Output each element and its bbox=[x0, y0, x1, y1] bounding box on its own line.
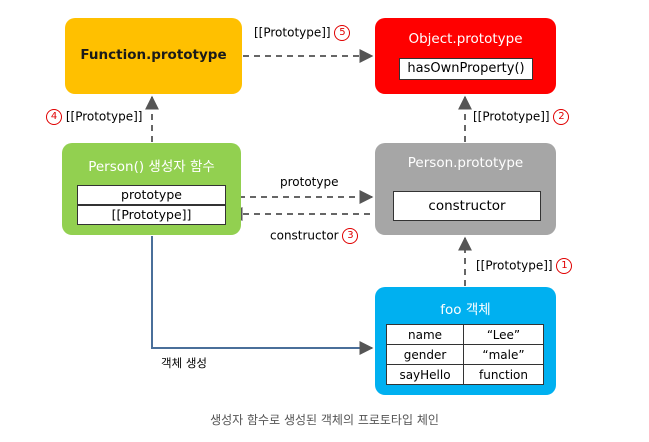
function-prototype-title: Function.prototype bbox=[80, 47, 227, 63]
internal-prototype-prop-cell: [[Prototype]] bbox=[77, 205, 226, 225]
prop-key: sayHello bbox=[386, 364, 464, 385]
edge-label-text: [[Prototype]] bbox=[473, 109, 550, 124]
edge-label-text: prototype bbox=[280, 175, 339, 189]
foo-props-table: name “Lee” gender “male” sayHello functi… bbox=[386, 324, 544, 385]
prop-key: name bbox=[386, 324, 464, 345]
person-prototype-node: Person.prototype constructor bbox=[375, 143, 556, 235]
prop-value: “Lee” bbox=[463, 324, 544, 345]
number-badge: 2 bbox=[553, 109, 570, 125]
edge-label-create: 객체 생성 bbox=[161, 355, 207, 371]
prototype-prop-cell: prototype bbox=[77, 185, 226, 205]
edge-label-text: [[Prototype]] bbox=[254, 25, 331, 40]
number-badge: 1 bbox=[556, 258, 573, 274]
object-prototype-title: Object.prototype bbox=[408, 31, 523, 47]
number-badge: 3 bbox=[342, 228, 359, 244]
edge-label-constructor-3: constructor 3 bbox=[270, 228, 359, 244]
function-prototype-node: Function.prototype bbox=[65, 18, 242, 94]
constructor-prop-cell: constructor bbox=[393, 191, 541, 221]
edge-label-proto-1: [[Prototype]] 1 bbox=[476, 258, 573, 274]
table-row: gender “male” bbox=[386, 344, 544, 365]
person-constructor-title: Person() 생성자 함수 bbox=[88, 159, 215, 175]
table-row: sayHello function bbox=[386, 364, 544, 385]
prop-value: function bbox=[463, 364, 544, 385]
object-prototype-node: Object.prototype hasOwnProperty() bbox=[375, 18, 556, 94]
foo-object-node: foo 객체 name “Lee” gender “male” sayHello… bbox=[375, 287, 556, 395]
edge-label-text: [[Prototype]] bbox=[65, 109, 143, 124]
edge-label-text: 객체 생성 bbox=[161, 356, 207, 370]
prop-key: gender bbox=[386, 344, 464, 365]
person-constructor-node: Person() 생성자 함수 prototype [[Prototype]] bbox=[62, 143, 241, 235]
foo-object-title: foo 객체 bbox=[440, 302, 491, 318]
edge-label-proto-5: [[Prototype]] 5 bbox=[254, 25, 351, 41]
edge-label-text: constructor bbox=[270, 228, 339, 243]
edge-label-prototype: prototype bbox=[280, 175, 338, 189]
person-prototype-title: Person.prototype bbox=[407, 155, 524, 171]
prop-value: “male” bbox=[463, 344, 544, 365]
edge-label-text: [[Prototype]] bbox=[476, 258, 553, 273]
table-row: name “Lee” bbox=[386, 324, 544, 345]
edge-create bbox=[151, 236, 374, 355]
figure-caption: 생성자 함수로 생성된 객체의 프로토타입 체인 bbox=[210, 413, 439, 427]
number-badge: 4 bbox=[46, 109, 62, 125]
number-badge: 5 bbox=[334, 25, 351, 41]
edge-label-proto-4: 4 [[Prototype]] bbox=[46, 109, 142, 125]
edge-label-proto-2: [[Prototype]] 2 bbox=[473, 109, 570, 125]
has-own-property-cell: hasOwnProperty() bbox=[399, 58, 533, 80]
